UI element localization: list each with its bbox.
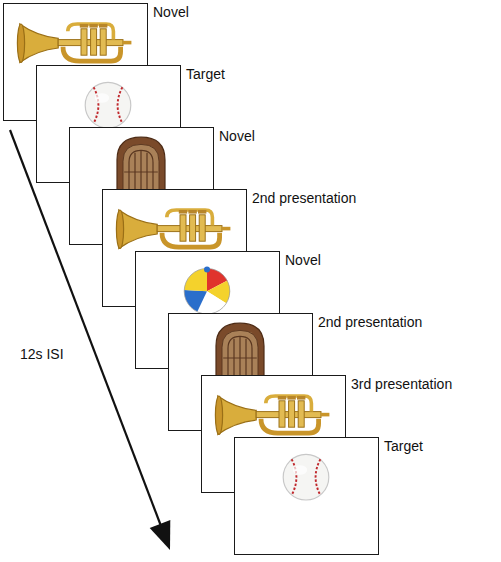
stimulus-picture-use bbox=[17, 24, 131, 62]
stimulus-picture bbox=[169, 322, 311, 382]
trial-label: 2nd presentation bbox=[318, 314, 422, 330]
stimulus-picture bbox=[4, 12, 146, 72]
stimulus-picture bbox=[103, 198, 245, 258]
time-arrow-head bbox=[150, 520, 171, 550]
stimulus-picture bbox=[136, 260, 278, 320]
stimulus-picture-use bbox=[117, 137, 165, 196]
trial-label: Target bbox=[384, 438, 423, 454]
trial-label: 3rd presentation bbox=[351, 376, 452, 392]
trial-label: Novel bbox=[153, 4, 189, 20]
trial-label: 2nd presentation bbox=[252, 190, 356, 206]
stimulus-picture-use bbox=[216, 323, 264, 382]
stimulus-picture-use bbox=[116, 210, 230, 248]
stimulus-card: Target bbox=[234, 437, 379, 555]
trial-label: Novel bbox=[219, 128, 255, 144]
stimulus-picture bbox=[70, 136, 212, 196]
stimulus-picture-use bbox=[85, 82, 131, 128]
interval-label: 12s ISI bbox=[20, 346, 64, 362]
stimulus-picture bbox=[37, 74, 179, 134]
stimulus-picture-use bbox=[184, 267, 230, 314]
stimulus-picture-use bbox=[283, 454, 329, 500]
stimulus-picture bbox=[202, 384, 344, 444]
stimulus-picture-use bbox=[215, 396, 329, 434]
trial-label: Novel bbox=[285, 252, 321, 268]
trial-label: Target bbox=[186, 66, 225, 82]
stimulus-picture bbox=[235, 446, 377, 506]
